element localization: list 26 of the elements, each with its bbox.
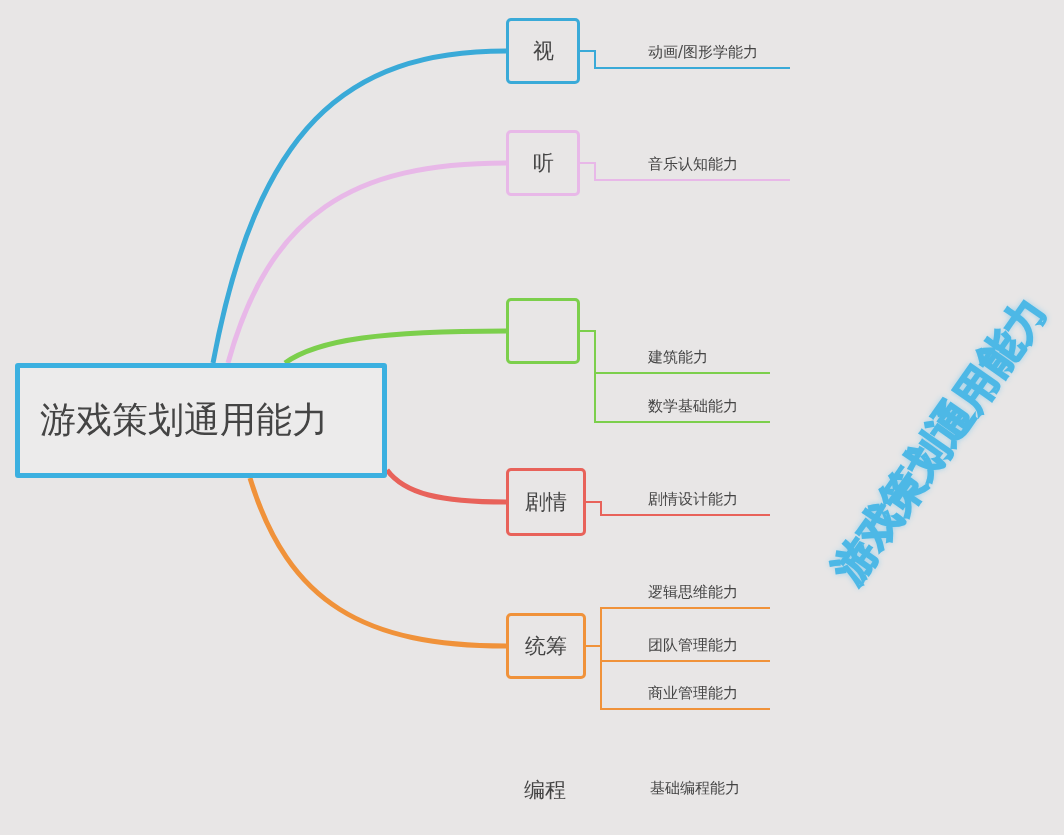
empty-branch-box (506, 298, 580, 364)
connector-line (210, 48, 507, 364)
subtopic-text: 音乐认知能力 (640, 150, 790, 181)
subtopic-text: 剧情设计能力 (640, 485, 770, 516)
connector-line (579, 50, 641, 69)
title-text: 游戏策划通用能力 (822, 287, 1057, 594)
connector-line (579, 330, 641, 423)
connector-line (579, 162, 641, 181)
subtopic-text: 商业管理能力 (640, 679, 770, 710)
branch-topic-box: 剧情 (506, 468, 586, 536)
subtopic-text: 建筑能力 (640, 343, 770, 374)
subtopic-text: 数学基础能力 (640, 392, 770, 423)
connector-line (225, 160, 507, 364)
subtopic-text: 逻辑思维能力 (640, 578, 770, 609)
subtopic-text: 基础编程能力 (650, 779, 740, 798)
connector-line (585, 501, 641, 516)
connector-line (385, 468, 507, 505)
topic-text: 编程 (524, 777, 566, 804)
branch-topic-box: 听 (506, 130, 580, 196)
root-topic-box: 游戏策划通用能力 (15, 363, 387, 478)
connector-line (585, 645, 641, 710)
subtopic-text: 动画/图形学能力 (640, 38, 790, 69)
connector-line (247, 477, 507, 649)
branch-topic-box: 视 (506, 18, 580, 84)
subtopic-text: 团队管理能力 (640, 631, 770, 662)
branch-topic-box: 统筹 (506, 613, 586, 679)
